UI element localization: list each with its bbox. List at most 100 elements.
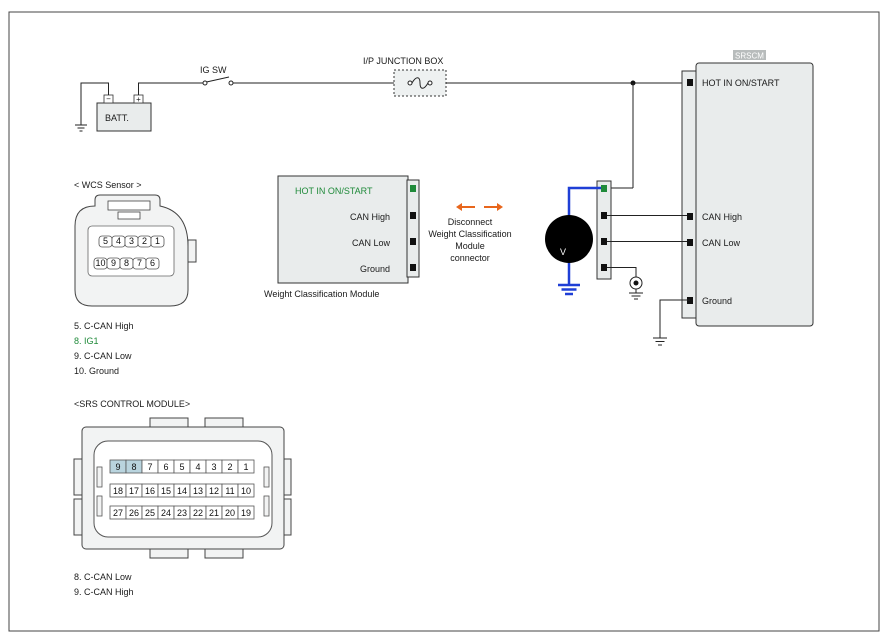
srscm-pin-can-high (687, 213, 693, 220)
disconnect-note-line: Module (455, 241, 485, 251)
srs-module-title: <SRS CONTROL MODULE> (74, 399, 190, 409)
ground-icon (653, 337, 667, 346)
disconnect-arrows (456, 203, 503, 211)
wcs-sensor-title: < WCS Sensor > (74, 180, 142, 190)
ig-switch-icon (202, 76, 234, 86)
harness-pin-hot (601, 185, 607, 192)
harness-pin-can-high (601, 212, 607, 219)
voltmeter-body (545, 215, 593, 263)
srs-pin: 21 (205, 505, 223, 520)
probe-wire-positive (567, 186, 601, 216)
battery-label: BATT. (105, 113, 129, 123)
srscm-pin-label: CAN Low (702, 238, 741, 248)
disconnect-note-line: connector (450, 253, 490, 263)
srs-pin: 22 (189, 505, 207, 520)
wcs-pin-description: 9. C-CAN Low (74, 351, 132, 361)
srs-pin: 1 (237, 459, 255, 474)
srs-pin-number: 10 (241, 486, 251, 496)
battery-plus-sign: + (136, 95, 141, 104)
weight-classification-module: HOT IN ON/START CAN High CAN Low Ground … (264, 175, 420, 299)
srs-pin: 7 (141, 459, 159, 474)
srs-pin: 17 (125, 483, 143, 498)
srs-pin-number: 24 (161, 508, 171, 518)
wcs-pin: 8 (119, 257, 134, 270)
srs-pin: 10 (237, 483, 255, 498)
srs-pin-number: 25 (145, 508, 155, 518)
harness-connector-body (596, 180, 612, 280)
srs-pin: 23 (173, 505, 191, 520)
ig-switch-label: IG SW (200, 65, 227, 75)
battery-positive-wire (138, 82, 203, 95)
battery (96, 102, 152, 132)
srs-pin-number: 17 (129, 486, 139, 496)
srs-pin-number: 9 (115, 462, 120, 472)
wcs-pin-number: 2 (142, 236, 147, 246)
wcm-pin-ground (410, 264, 416, 271)
wcs-pin-number: 3 (129, 236, 134, 246)
wcs-pin: 9 (106, 257, 121, 270)
srs-pin-number: 5 (179, 462, 184, 472)
wcs-pin-number: 7 (137, 258, 142, 268)
wcm-pin-can-high (410, 212, 416, 219)
wcm-pin-label: CAN High (350, 212, 390, 222)
srs-pin-number: 4 (195, 462, 200, 472)
wcs-pin-description: 10. Ground (74, 366, 119, 376)
wcs-pin-number: 6 (150, 258, 155, 268)
srscm-pin-label: HOT IN ON/START (702, 78, 780, 88)
wcs-pin: 6 (145, 257, 160, 270)
srs-pin: 26 (125, 505, 143, 520)
srscm-module: SRSCM HOT IN ON/START CAN High CAN Low G… (653, 50, 814, 346)
wcm-caption: Weight Classification Module (264, 289, 379, 299)
wcs-pin: 3 (124, 235, 139, 248)
srs-pin-number: 2 (227, 462, 232, 472)
wcs-pin-number: 4 (116, 236, 121, 246)
junction-box-label: I/P JUNCTION BOX (363, 56, 443, 66)
srs-pin-number: 15 (161, 486, 171, 496)
wcm-pin-label: CAN Low (352, 238, 391, 248)
srs-pin-number: 26 (129, 508, 139, 518)
wcm-body (277, 175, 409, 284)
wcs-pin: 10 (93, 257, 108, 270)
ground-icon (558, 283, 580, 296)
srs-pin: 5 (173, 459, 191, 474)
battery-minus-sign: − (106, 95, 111, 104)
wcs-pin-description: 5. C-CAN High (74, 321, 134, 331)
disconnect-note-line: Disconnect (448, 217, 493, 227)
wcs-pin: 7 (132, 257, 147, 270)
wcs-pin: 4 (111, 235, 126, 248)
srs-pin-number: 13 (193, 486, 203, 496)
wcs-pin-number: 10 (95, 258, 105, 268)
wcs-pin: 5 (98, 235, 113, 248)
srs-pin-number: 8 (131, 462, 136, 472)
wcm-pin-label: Ground (360, 264, 390, 274)
srs-pin: 18 (109, 483, 127, 498)
wcs-pin-number: 9 (111, 258, 116, 268)
harness-connector (596, 180, 687, 300)
srscm-pin-hot (687, 79, 693, 86)
srscm-pin-label: Ground (702, 296, 732, 306)
srs-pin: 27 (109, 505, 127, 520)
wcs-pin-number: 8 (124, 258, 129, 268)
srscm-header: SRSCM (735, 52, 764, 61)
srs-pin-number: 16 (145, 486, 155, 496)
fuse-icon (407, 77, 433, 89)
srs-pin: 25 (141, 505, 159, 520)
power-circuit: − + BATT. IG SW I/P JUNCTION BOX (75, 56, 686, 189)
ground-icon (75, 124, 87, 132)
srs-pin-number: 19 (241, 508, 251, 518)
srs-pin: 16 (141, 483, 159, 498)
srscm-body (695, 62, 814, 327)
srs-pin: 2 (221, 459, 239, 474)
srs-pin: 13 (189, 483, 207, 498)
srs-pin: 9 (109, 459, 127, 474)
srs-pin-number: 18 (113, 486, 123, 496)
srs-pin-number: 12 (209, 486, 219, 496)
harness-pin-can-low (601, 238, 607, 245)
srs-pin: 14 (173, 483, 191, 498)
